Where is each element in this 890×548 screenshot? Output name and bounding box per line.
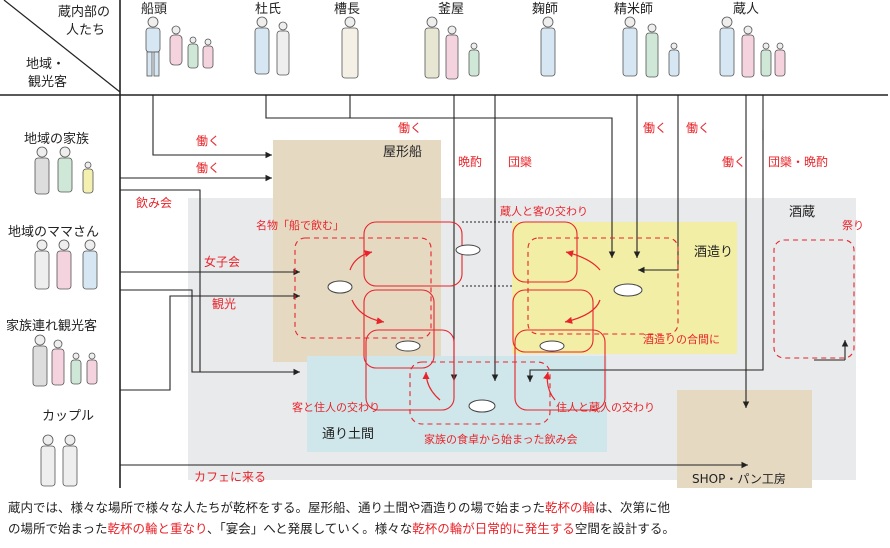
caption-text-1: 蔵内では、様々な場所で様々な人たちが乾杯をする。屋形船、通り土間や酒造りの場で始… (8, 500, 546, 515)
ring-boat-dashed (294, 237, 432, 339)
ring-brew-dashed (527, 237, 679, 335)
figure-seimaishi-group (622, 16, 680, 78)
cups-kanpai-top (455, 244, 481, 256)
visitor-label-local-family: 地域の家族 (24, 132, 90, 147)
ring-street-left (365, 329, 455, 411)
label-hataraku-4: 働く (643, 121, 668, 135)
cups-brew (613, 283, 643, 297)
figure-local-family (34, 146, 94, 195)
zone-label-toridoma: 通り土間 (322, 427, 375, 442)
cups-street-center (468, 399, 496, 413)
label-hataraku-5: 働く (686, 121, 711, 135)
zone-label-yakatabune: 屋形船 (383, 145, 423, 160)
staff-figures (145, 16, 786, 80)
label-cafe: カフェに来る (194, 470, 267, 484)
label-kazoku-shokutaku: 家族の食卓から始まった飲み会 (424, 433, 578, 446)
figure-toji-group (254, 16, 290, 76)
corner-bottom-label-2: 観光客 (28, 75, 68, 90)
label-matsuri: 祭り (842, 219, 864, 232)
figure-kurabito-group (719, 16, 786, 78)
figure-tourist-family (32, 334, 98, 387)
visitor-label-local-mamas: 地域のママさん (8, 225, 100, 240)
ring-boat-top (363, 221, 463, 287)
caption-text-2: は、次第に他 (595, 500, 671, 515)
caption-text-3: の場所で始まった (8, 521, 108, 536)
figure-couple (40, 434, 78, 487)
staff-label-kurabito: 蔵人 (733, 2, 760, 17)
flow-toji (265, 95, 616, 258)
arrow-street-right (543, 371, 556, 401)
corner-top-label-2: 人たち (66, 23, 106, 38)
caption-text-4: 、「宴会」へと発展していく。様々な (207, 521, 413, 536)
caption-highlight-3: 乾杯の輪が日常的に発生する (412, 521, 575, 536)
label-hataraku-3: 働く (398, 121, 423, 135)
caption-text-5: 空間を設計する。 (574, 521, 675, 536)
label-banshaku: 晩酌 (458, 155, 483, 169)
label-meibutsu: 名物「船で飲む」 (256, 219, 344, 232)
ring-brew-bottom (512, 289, 594, 353)
staff-label-souchou: 槽長 (334, 2, 361, 17)
flow-family-drink (120, 189, 300, 373)
label-joshikai: 女子会 (204, 255, 241, 269)
arrow-brew-up (565, 250, 601, 271)
ring-boat-bottom (363, 289, 435, 369)
label-sakazukuri-aima: 酒造りの合間に (643, 333, 720, 346)
corner-bottom-label: 地域・ (26, 57, 66, 72)
staff-label-koujishi: 麹師 (532, 2, 559, 17)
caption-highlight-1: 乾杯の輪 (545, 500, 596, 515)
flow-sendou (152, 95, 272, 159)
label-kurabito-kyaku: 蔵人と客の交わり (500, 205, 588, 218)
ring-street-right (514, 329, 606, 411)
label-hataraku-1: 働く (196, 134, 221, 148)
visitor-label-tourist-family: 家族連れ観光客 (6, 319, 98, 334)
flow-kurabito-2 (526, 95, 764, 382)
toridoma-zone (307, 356, 607, 452)
figure-sendou-group (145, 16, 214, 77)
flow-couple (120, 292, 300, 391)
arrow-street-left (422, 371, 441, 401)
staff-label-seimaishi: 精米師 (614, 2, 654, 17)
label-kyaku-junin: 客と住人の交わり (292, 401, 380, 414)
figure-kamaya-group (424, 16, 480, 80)
figure-koujishi (540, 16, 556, 77)
flow-seimaishi-2 (638, 95, 679, 274)
staff-label-toji: 杜氏 (255, 2, 282, 17)
figure-souchou (341, 16, 359, 79)
zone-label-shop: SHOP・パン工房 (692, 472, 786, 486)
ring-brew-top (512, 221, 578, 283)
label-danran-banshaku: 団欒・晩酌 (768, 155, 829, 169)
zone-label-sakagura: 酒蔵 (789, 205, 816, 220)
staff-label-sendou: 船頭 (141, 2, 168, 17)
caption-highlight-2: 乾杯の輪と重なり (107, 521, 208, 536)
label-hataraku-6: 働く (722, 155, 747, 169)
arrow-brew-down (564, 299, 601, 324)
cups-street-right (539, 340, 565, 352)
label-kanko: 観光 (212, 297, 237, 311)
visitor-label-couple: カップル (42, 409, 95, 424)
visitor-figures (32, 146, 98, 487)
ring-matsuri (773, 239, 855, 359)
zone-label-sakazukuri: 酒造り (694, 245, 734, 260)
label-hataraku-2: 働く (196, 161, 221, 175)
cups-street-left (395, 340, 421, 352)
arrow-boat-up (349, 250, 373, 271)
diagram-caption: 蔵内では、様々な場所で様々な人たちが乾杯をする。屋形船、通り土間や酒造りの場で始… (8, 497, 886, 539)
flow-tourist (120, 289, 300, 376)
label-nomikai: 飲み会 (136, 196, 173, 210)
label-junin-kurabito: 住人と蔵人の交わり (556, 401, 655, 414)
corner-top-label: 蔵内部の (58, 5, 111, 20)
figure-local-mamas (34, 239, 98, 290)
corner-diagonal (3, 0, 121, 93)
cups-boat (327, 280, 353, 294)
yakatabune-zone (273, 140, 441, 362)
arrow-boat-down (351, 299, 385, 325)
label-danran: 団欒 (508, 155, 533, 169)
ring-street-dashed (409, 361, 551, 425)
staff-label-kamaya: 釜屋 (438, 2, 465, 17)
